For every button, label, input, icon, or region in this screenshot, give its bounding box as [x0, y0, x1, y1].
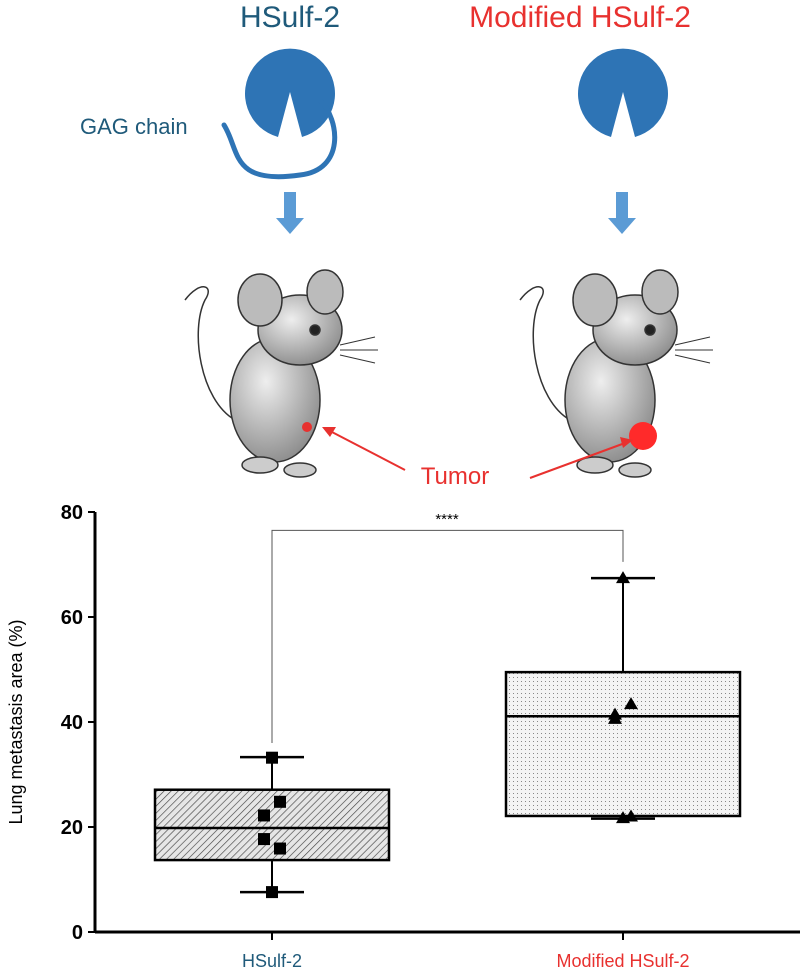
- y-tick-label: 0: [72, 922, 83, 944]
- mouse-right-icon: [519, 269, 713, 478]
- data-point: [258, 809, 270, 822]
- data-point: [274, 795, 286, 808]
- x-tick-label-modified: Modified HSulf-2: [556, 951, 689, 971]
- arrow-down-left-icon: [276, 192, 304, 234]
- data-point: [608, 711, 622, 724]
- box-plot: Lung metastasis area (%) **** HSulf-2 Mo…: [6, 502, 800, 971]
- significance-bracket: [271, 529, 624, 743]
- left-title: HSulf-2: [240, 1, 340, 34]
- data-point: [616, 811, 630, 824]
- y-tick-label: 20: [61, 817, 83, 839]
- data-point: [616, 571, 630, 584]
- tumor-small: [302, 422, 312, 432]
- data-point: [274, 842, 286, 855]
- right-title: Modified HSulf-2: [469, 1, 691, 34]
- data-point: [258, 833, 270, 846]
- significance-label: ****: [435, 511, 459, 528]
- gag-chain-icon: [221, 97, 338, 180]
- tumor-large: [629, 422, 657, 450]
- y-tick-label: 40: [61, 712, 83, 734]
- data-point: [266, 751, 278, 764]
- arrow-down-right-icon: [608, 192, 636, 234]
- box: [153, 788, 391, 862]
- tumor-label: Tumor: [421, 463, 489, 490]
- gag-chain-label: GAG chain: [80, 114, 188, 139]
- y-axis-label: Lung metastasis area (%): [6, 619, 26, 824]
- data-point: [266, 886, 278, 899]
- tumor-arrows: [322, 427, 633, 479]
- enzyme-left-icon: [245, 48, 336, 137]
- box: [504, 670, 742, 818]
- data-point: [624, 809, 638, 822]
- data-point: [624, 697, 638, 710]
- y-tick-label: 80: [61, 502, 83, 524]
- mouse-left-icon: [184, 269, 378, 478]
- x-tick-label-hsulf2: HSulf-2: [242, 951, 302, 971]
- y-tick-label: 60: [61, 607, 83, 629]
- enzyme-right-icon: [578, 48, 668, 137]
